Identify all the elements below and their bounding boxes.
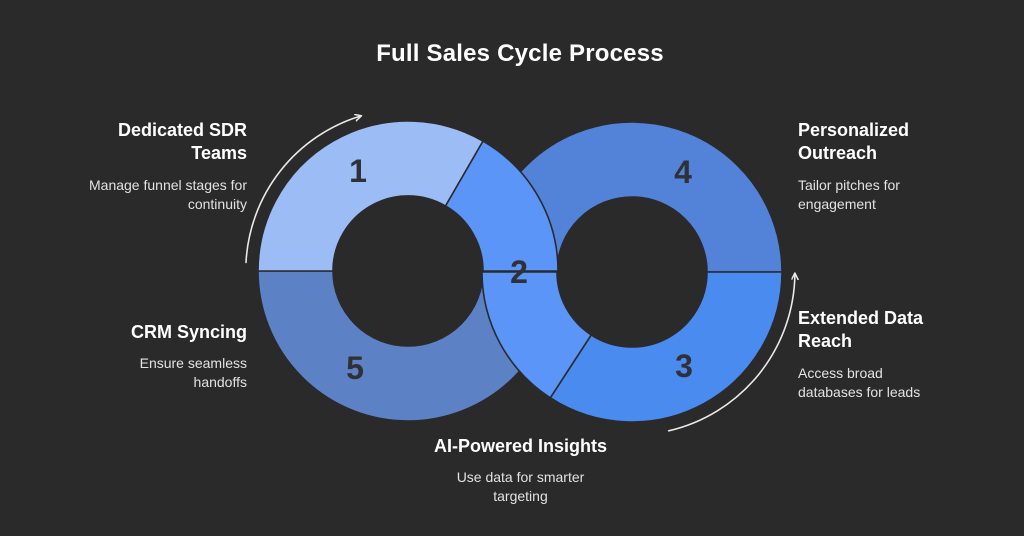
step-5-label-block: CRM Syncing Ensure seamless handoffs [85, 321, 247, 392]
page-title: Full Sales Cycle Process [376, 40, 664, 67]
step-4-title: Personalized Outreach [798, 120, 910, 164]
step-2-description: Use data for smarter targeting [456, 469, 585, 505]
flow-arrow-right [667, 274, 795, 432]
step-3-description: Access broad databases for leads [798, 364, 921, 400]
step-1-title: Dedicated SDR Teams [117, 120, 247, 164]
segment-number-2: 2 [510, 254, 528, 290]
segment-2-left [444, 140, 559, 272]
step-2-title: AI-Powered Insights [433, 436, 608, 456]
step-4-description: Tailor pitches for engagement [798, 176, 900, 212]
step-1-description: Manage funnel stages for continuity [89, 176, 247, 212]
step-5-description: Ensure seamless handoffs [139, 355, 247, 391]
step-4-label-block: Personalized Outreach Tailor pitches for… [798, 119, 938, 214]
step-3-title: Extended Data Reach [798, 308, 924, 352]
ring-segments [257, 120, 783, 423]
segment-number-1: 1 [349, 153, 367, 189]
segment-number-4: 4 [674, 154, 692, 190]
segment-number-5: 5 [346, 350, 364, 386]
segment-3 [549, 271, 783, 423]
segment-number-3: 3 [675, 348, 693, 384]
flow-arrow-left [245, 116, 361, 264]
step-1-label-block: Dedicated SDR Teams Manage funnel stages… [85, 119, 247, 214]
step-3-label-block: Extended Data Reach Access broad databas… [798, 307, 943, 402]
step-5-title: CRM Syncing [130, 322, 247, 342]
flow-arrows [245, 116, 795, 432]
segment-2-right [481, 271, 592, 399]
segment-numbers: 1 2 3 4 5 [346, 153, 693, 386]
segment-1 [257, 120, 484, 272]
step-2-label-block: AI-Powered Insights Use data for smarter… [428, 435, 613, 506]
